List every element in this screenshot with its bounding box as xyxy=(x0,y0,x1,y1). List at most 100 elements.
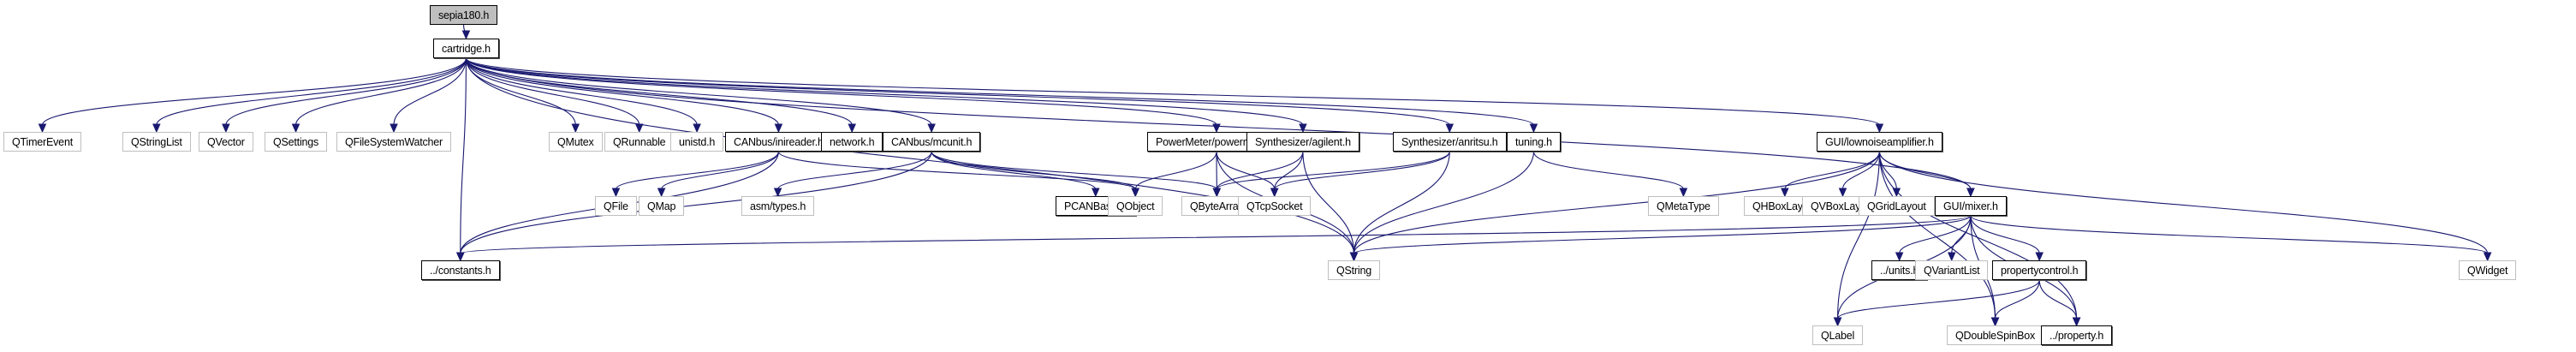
edge-powermeter-to-qtcpsocket xyxy=(1216,151,1276,190)
edge-lna-to-qstring xyxy=(1353,151,1880,254)
edge-cartridge-to-agilent xyxy=(465,57,1304,126)
node-qstringlist: QStringList xyxy=(122,132,191,152)
arrowhead-icon xyxy=(1131,188,1139,198)
arrowhead-icon xyxy=(927,123,936,134)
edge-lna-to-qwidget xyxy=(1878,151,2489,254)
edge-mixer-to-qstring xyxy=(1353,215,1972,254)
arrowhead-icon xyxy=(1679,188,1688,198)
edge-mcunit-to-asmtypes xyxy=(777,151,932,190)
arrowhead-icon xyxy=(657,188,666,198)
edge-cartridge-to-qsettings xyxy=(294,57,467,126)
edge-mcunit-to-qobject xyxy=(931,151,1136,190)
arrowhead-icon xyxy=(1781,188,1789,198)
arrowhead-icon xyxy=(1212,123,1221,134)
edge-cartridge-to-constants xyxy=(460,57,467,254)
node-qtimerevent: QTimerEvent xyxy=(3,132,81,152)
node-asmtypes: asm/types.h xyxy=(741,196,815,216)
node-qtcpsocket: QTcpSocket xyxy=(1238,196,1312,216)
arrowhead-icon xyxy=(1445,123,1455,134)
arrowhead-icon xyxy=(390,123,398,134)
arrowhead-icon xyxy=(774,123,783,134)
arrowhead-icon xyxy=(461,30,471,40)
node-qvariantlist: QVariantList xyxy=(1915,260,1989,280)
node-qfile: QFile xyxy=(595,196,637,216)
edge-mcunit-to-qbytearray xyxy=(931,151,1217,190)
node-qmutex: QMutex xyxy=(549,132,603,152)
node-qvector: QVector xyxy=(199,132,253,152)
node-qstring: QString xyxy=(1328,260,1380,280)
node-qbytearray: QByteArray xyxy=(1181,196,1252,216)
arrowhead-icon xyxy=(1892,188,1901,198)
arrowhead-icon xyxy=(773,188,782,198)
edge-cartridge-to-qrunnable xyxy=(465,57,640,126)
arrowhead-icon xyxy=(1349,252,1359,262)
edge-cartridge-to-qstringlist xyxy=(156,57,467,126)
node-mcunit[interactable]: CANbus/mcunit.h xyxy=(883,132,981,152)
arrowhead-icon xyxy=(1212,188,1222,198)
node-unistd: unistd.h xyxy=(670,132,724,152)
edge-cartridge-to-unistd xyxy=(465,57,698,126)
node-qwidget: QWidget xyxy=(2459,260,2517,280)
arrowhead-icon xyxy=(2483,252,2492,262)
edge-propertycontrol-to-qdoublespinbox xyxy=(1995,279,2040,319)
edge-powermeter-to-qobject xyxy=(1134,151,1217,190)
node-propertycontrol[interactable]: propertycontrol.h xyxy=(1992,260,2087,280)
arrowhead-icon xyxy=(38,123,47,134)
edge-lna-to-qhboxlayout xyxy=(1784,151,1880,190)
node-qlabel: QLabel xyxy=(1812,325,1864,345)
arrowhead-icon xyxy=(1299,123,1307,134)
edge-mcunit-to-pcanbasic xyxy=(931,151,1097,190)
arrowhead-icon xyxy=(1091,188,1100,198)
arrowhead-icon xyxy=(1529,123,1538,134)
node-network[interactable]: network.h xyxy=(821,132,883,152)
edge-mixer-to-constants xyxy=(460,215,1972,254)
arrowhead-icon xyxy=(1947,252,1956,262)
node-units[interactable]: ../units.h xyxy=(1871,260,1928,280)
arrowhead-icon xyxy=(693,123,701,134)
edge-agilent-to-qtcpsocket xyxy=(1274,151,1304,190)
node-constants[interactable]: ../constants.h xyxy=(421,260,500,280)
arrowhead-icon xyxy=(1966,188,1975,198)
node-qobject: QObject xyxy=(1108,196,1163,216)
arrowhead-icon xyxy=(1833,317,1842,327)
arrowhead-icon xyxy=(152,123,161,134)
node-qrunnable: QRunnable xyxy=(604,132,675,152)
node-agilent[interactable]: Synthesizer/agilent.h xyxy=(1246,132,1359,152)
edge-anritsu-to-qbytearray xyxy=(1216,151,1450,190)
edge-mixer-to-units xyxy=(1899,215,1972,254)
arrowhead-icon xyxy=(1270,188,1279,198)
edge-lna-to-qlabel xyxy=(1837,151,1880,319)
node-qsettings: QSettings xyxy=(265,132,328,152)
node-inireader[interactable]: CANbus/inireader.h xyxy=(725,132,832,152)
arrowhead-icon xyxy=(611,188,621,198)
node-qmetatype: QMetaType xyxy=(1648,196,1719,216)
node-tuning[interactable]: tuning.h xyxy=(1507,132,1561,152)
edge-propertycontrol-to-qlabel xyxy=(1837,279,2040,319)
arrowhead-icon xyxy=(848,123,856,134)
edge-cartridge-to-mcunit xyxy=(465,57,932,126)
arrowhead-icon xyxy=(222,123,230,134)
edge-agilent-to-qbytearray xyxy=(1216,151,1304,190)
node-qfilesystemwatcher: QFileSystemWatcher xyxy=(336,132,452,152)
arrowhead-icon xyxy=(1875,123,1884,134)
node-sepia180[interactable]: sepia180.h xyxy=(430,5,498,25)
edge-lna-to-mixer xyxy=(1878,151,1972,190)
node-qdoublespinbox: QDoubleSpinBox xyxy=(1947,325,2044,345)
node-mixer[interactable]: GUI/mixer.h xyxy=(1935,196,2007,216)
node-anritsu[interactable]: Synthesizer/anritsu.h xyxy=(1393,132,1507,152)
edge-lna-to-property xyxy=(1878,151,2078,319)
node-cartridge[interactable]: cartridge.h xyxy=(433,39,499,58)
edge-lna-to-qdoublespinbox xyxy=(1878,151,1996,319)
edge-cartridge-to-tuning xyxy=(465,57,1534,126)
node-property[interactable]: ../property.h xyxy=(2041,325,2113,345)
arrowhead-icon xyxy=(1895,252,1904,262)
edge-cartridge-to-mixer xyxy=(465,57,1972,190)
edge-tuning-to-qmetatype xyxy=(1532,151,1684,190)
arrowhead-icon xyxy=(1838,188,1847,198)
edge-cartridge-to-anritsu xyxy=(465,57,1450,126)
edge-anritsu-to-qtcpsocket xyxy=(1274,151,1450,190)
arrowhead-icon xyxy=(2072,317,2081,327)
edge-cartridge-to-inireader xyxy=(465,57,779,126)
node-lna[interactable]: GUI/lownoiseamplifier.h xyxy=(1817,132,1942,152)
edge-cartridge-to-qmutex xyxy=(465,57,576,126)
